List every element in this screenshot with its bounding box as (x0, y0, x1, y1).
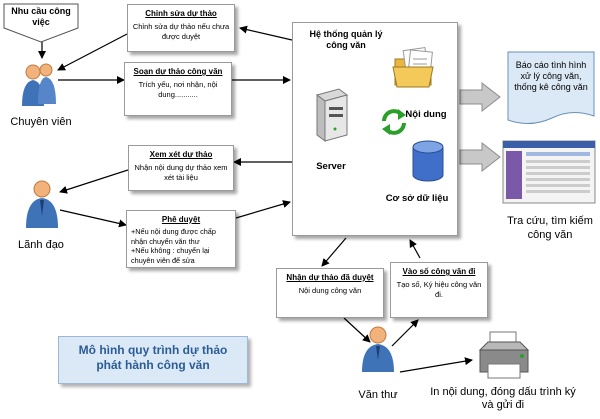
approve-line-2: +Nếu không : chuyển lại chuyên viên để s… (131, 246, 210, 265)
system-title: Hệ thống quản lý công văn (309, 29, 383, 50)
report-label: Báo cáo tình hình xử lý công văn, thống … (514, 60, 588, 92)
staff-label: Chuyên viên (10, 116, 72, 128)
banner-title: Mô hình quy trình dự thảo phát hành công… (78, 343, 228, 372)
database-label: Cơ sở dữ liệu (385, 193, 449, 204)
approve-line-1: +Nếu nội dung được chấp nhận chuyển văn … (131, 227, 216, 246)
receive-title: Nhận dự thảo đã duyệt (286, 273, 374, 282)
receive-body: Nội dung công văn (298, 286, 362, 295)
block-arrow-to-search (459, 141, 501, 173)
arrow-system-to-edit (239, 25, 293, 41)
leader-label: Lãnh đạo (18, 239, 64, 251)
draft-title: Soạn dự thảo công văn (133, 67, 223, 76)
draft-box: Soạn dự thảo công văn Trích yếu, nơi nhậ… (124, 62, 232, 116)
staff-person-icon (22, 63, 56, 106)
register-title: Vào số công văn đi (402, 267, 476, 276)
arrow-approve-to-system (235, 200, 291, 219)
receive-box: Nhận dự thảo đã duyệt Nội dung công văn (276, 268, 384, 318)
report-document-shape (507, 51, 595, 124)
edit-draft-title: Chỉnh sửa dự thảo (145, 9, 217, 18)
search-window-thumbnail (502, 140, 596, 204)
server-label: Server (316, 161, 346, 172)
search-label: Tra cứu, tìm kiếm công văn (507, 215, 593, 241)
clerk-person-icon (362, 326, 394, 372)
approve-box: Phê duyệt +Nếu nội dung được chấp nhận c… (126, 210, 236, 268)
clerk-label: Văn thư (358, 389, 398, 401)
arrow-receive-to-clerk (343, 317, 371, 343)
printer-icon (478, 331, 530, 379)
block-arrow-to-report (459, 81, 501, 113)
review-box: Xem xét dự thảo Nhận nội dung dự thảo xe… (128, 145, 234, 191)
arrow-system-to-receive (321, 237, 347, 267)
arrow-clerk-to-printer (399, 357, 473, 373)
needs-pentagon-shape (3, 3, 79, 43)
arrow-leader-to-approve (59, 209, 127, 228)
arrow-review-to-leader (59, 169, 129, 194)
sync-cycle-icon (382, 109, 406, 135)
folder-documents-icon (392, 47, 434, 88)
needs-label: Nhu cầu công việc (11, 6, 71, 27)
content-label: Nội dung (405, 109, 447, 120)
register-box: Vào số công văn đi Tạo số, Ký hiệu công … (390, 262, 488, 318)
print-label: In nội dung, đóng dấu trình ký và gửi đi (430, 386, 576, 411)
arrow-edit-to-staff (57, 33, 128, 71)
database-icon (412, 140, 444, 182)
arrow-register-to-system (409, 239, 421, 259)
review-body: Nhận nội dung dự thảo xem xét tài liệu (134, 163, 228, 182)
edit-draft-body: Chỉnh sửa dự thảo nếu chưa được duyệt (132, 22, 230, 41)
arrow-clerk-to-register (391, 319, 419, 347)
system-box: Hệ thống quản lý công văn Server Nội dun… (292, 22, 458, 236)
edit-draft-box: Chỉnh sửa dự thảo Chỉnh sửa dự thảo nếu … (127, 4, 235, 52)
draft-body: Trích yếu, nơi nhận, nội dung........... (138, 80, 218, 99)
review-title: Xem xét dự thảo (149, 150, 213, 159)
approve-title: Phê duyệt (161, 215, 201, 224)
title-banner: Mô hình quy trình dự thảo phát hành công… (58, 336, 248, 384)
register-body: Tạo số, Ký hiệu công văn đi. (396, 280, 482, 299)
server-icon (315, 88, 349, 142)
leader-person-icon (26, 180, 58, 228)
